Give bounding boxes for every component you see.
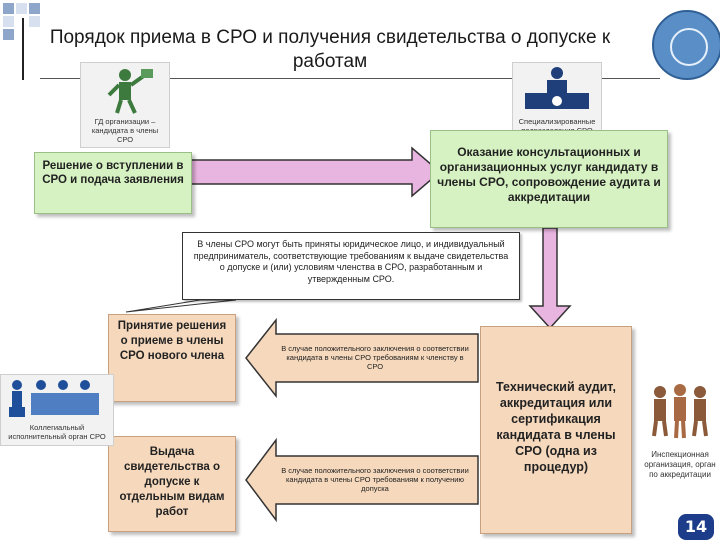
applicant-caption: ГД организации – кандидата в члены СРО [91,117,159,144]
decor-square [29,16,40,27]
permit-note: В случае положительного заключения о соо… [281,466,469,493]
desk-worker-icon [525,67,589,109]
decor-square [16,3,27,14]
decor-square [3,3,14,14]
decision-box: Решение о вступлении в СРО и подача заяв… [34,152,192,214]
page-number-badge: 14 [678,514,714,540]
membership-callout: В члены СРО могут быть приняты юридическ… [182,232,520,300]
page-title: Порядок приема в СРО и получения свидете… [49,27,611,72]
callout-pointer [125,299,237,313]
sro-logo-icon [652,10,720,80]
membership-note: В случае положительного заключения о соо… [281,344,469,371]
decor-square [3,29,14,40]
arrow-to-audit [528,227,572,330]
committee-icon [9,380,99,417]
title-underline [40,78,660,79]
arrow-to-consulting [159,146,442,198]
applicant-picture: ГД организации – кандидата в члены СРО [80,62,170,148]
acceptance-box: Принятие решения о приеме в члены СРО но… [108,314,236,402]
inspection-caption: Инспекционная организация, орган по аккр… [644,450,716,479]
director-icon [107,69,153,114]
decor-square [3,16,14,27]
consulting-box: Оказание консультационных и организацион… [430,130,668,228]
inspection-picture: Инспекционная организация, орган по аккр… [640,380,720,500]
collegial-caption: Коллегиальный исполнительный орган СРО [8,423,106,441]
inspectors-icon [652,384,708,439]
decor-vertical-line [22,18,24,80]
arrow-to-acceptance [245,317,479,399]
audit-box: Технический аудит, аккредитация или серт… [480,326,632,534]
decor-square [29,3,40,14]
issuance-box: Выдача свидетельства о допуске к отдельн… [108,436,236,532]
collegial-body-picture: Коллегиальный исполнительный орган СРО [0,374,114,446]
arrow-to-issuance [245,437,479,523]
